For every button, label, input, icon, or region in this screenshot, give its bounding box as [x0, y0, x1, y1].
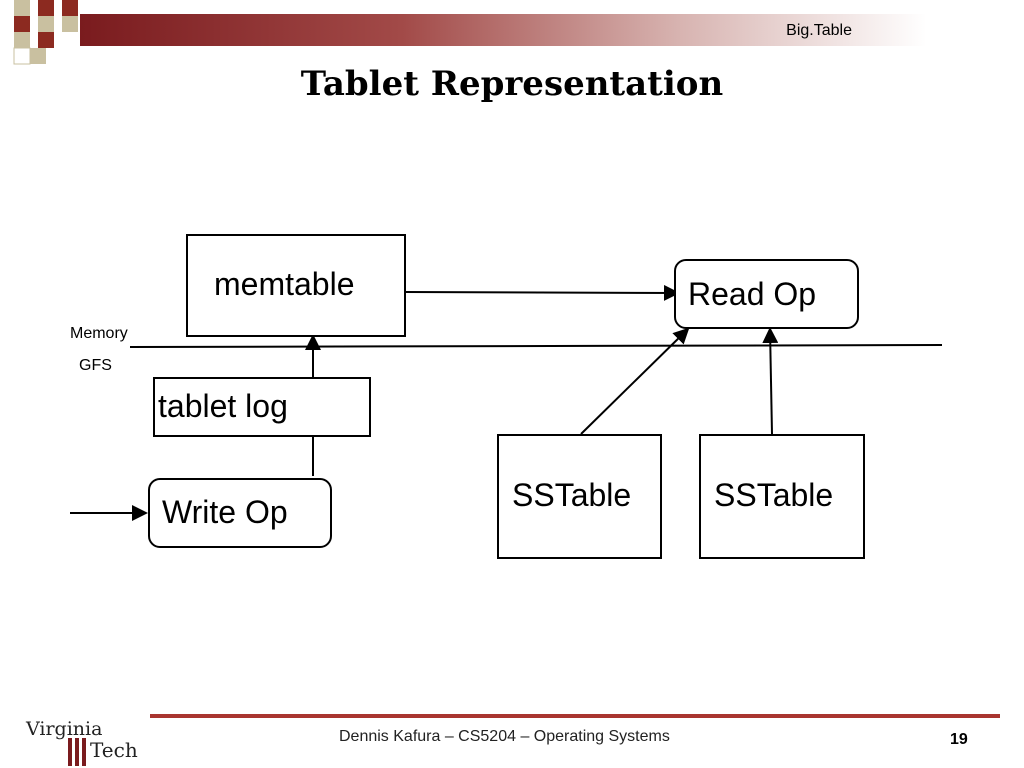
logo-tech-text: Tech: [90, 738, 138, 762]
arrow-sstable1-to-readop: [580, 327, 690, 435]
arrow-memtable-to-readop: [403, 284, 680, 301]
page-number: 19: [950, 731, 968, 748]
sstable-label-1: SSTable: [512, 477, 632, 513]
logo-column-icon: [68, 738, 86, 766]
read-op-label: Read Op: [688, 276, 817, 312]
tablet-log-label: tablet log: [158, 388, 288, 424]
memory-label: Memory: [70, 325, 128, 342]
memtable-box: [186, 234, 406, 337]
footer-divider: [150, 714, 1000, 718]
write-op-label: Write Op: [162, 494, 288, 530]
memory-gfs-divider: [129, 344, 943, 348]
sstable-label-2: SSTable: [714, 477, 834, 513]
gfs-label: GFS: [79, 357, 112, 374]
write-op-box: [148, 478, 332, 548]
corner-squares: [13, 0, 78, 65]
slide-title: Tablet Representation: [300, 64, 724, 104]
header-title: Big.Table: [786, 22, 852, 39]
tablet-log-box: [153, 377, 371, 437]
footer-text: Dennis Kafura – CS5204 – Operating Syste…: [339, 728, 670, 745]
logo-virginia-text: Virginia: [26, 718, 103, 740]
read-op-box: [674, 259, 859, 329]
arrow-sstable2-to-readop: [762, 327, 779, 435]
sstable-box-2: [699, 434, 865, 559]
virginia-tech-logo: Virginia Tech: [24, 716, 138, 766]
memtable-label: memtable: [214, 266, 355, 302]
sstable-box-1: [497, 434, 662, 559]
header-bar: [80, 14, 1000, 46]
